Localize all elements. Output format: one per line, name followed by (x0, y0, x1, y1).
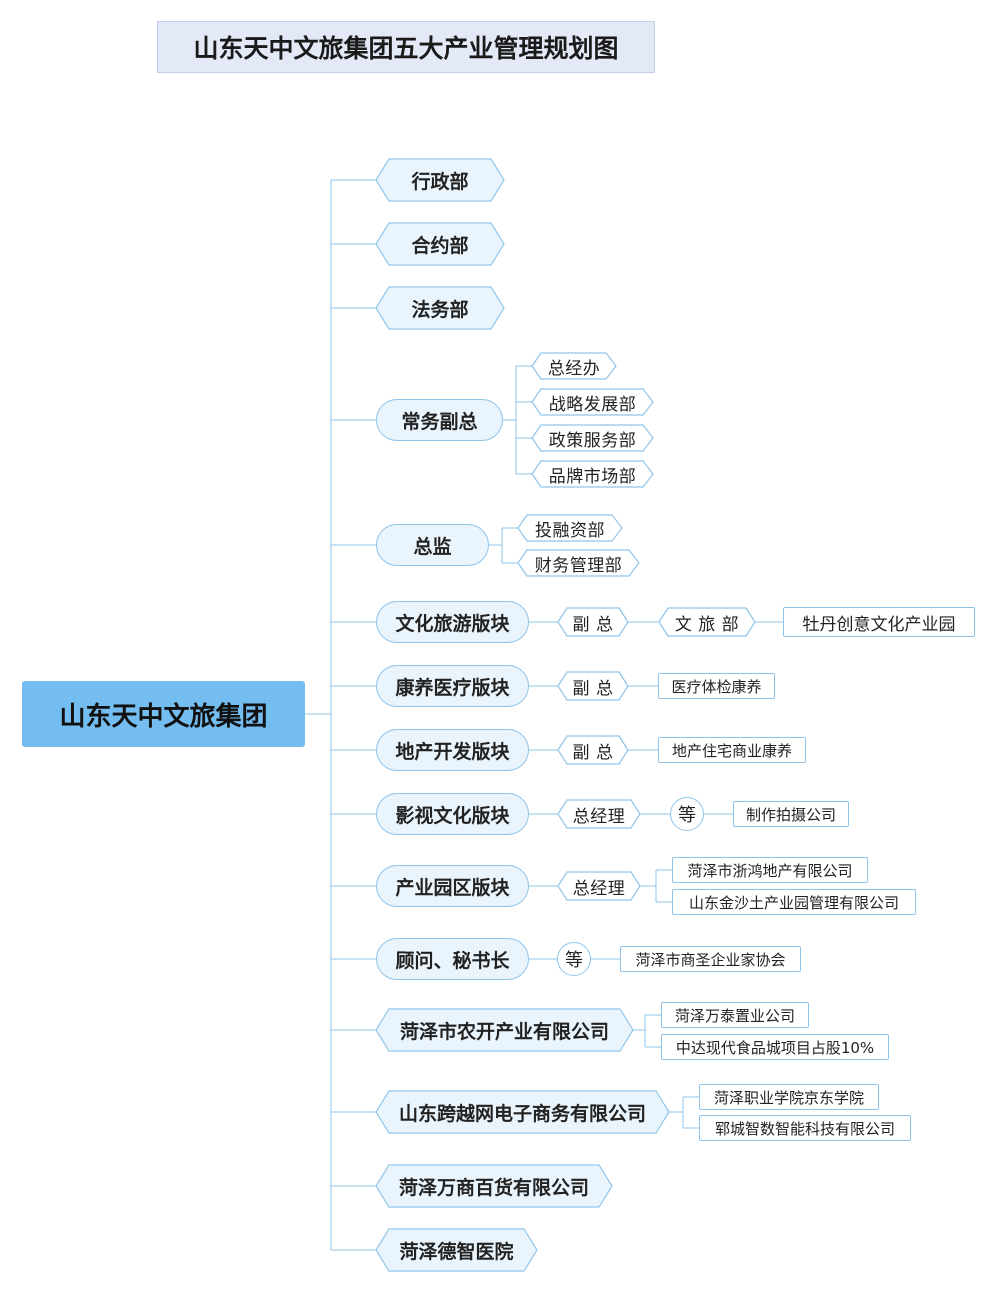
node-dezhi: 菏泽德智医院 (377, 1230, 536, 1270)
dichan-manager: 副 总 (559, 737, 627, 763)
chanyeyuan-unit-1: 山东金沙土产业园管理有限公司 (672, 889, 916, 915)
node-dichan: 地产开发版块 (376, 729, 529, 771)
leaf-changwu-3: 品牌市场部 (533, 462, 652, 486)
node-yingshi: 影视文化版块 (376, 793, 529, 835)
wenhua-dept: 文 旅 部 (660, 609, 754, 635)
node-wanshang: 菏泽万商百货有限公司 (377, 1166, 611, 1206)
guwen-etc: 等 (557, 942, 591, 976)
node-chanyeyuan: 产业园区版块 (376, 865, 529, 907)
node-zongjian: 总监 (376, 524, 489, 566)
yingshi-manager: 总经理 (559, 801, 639, 827)
node-heyue: 合约部 (377, 224, 503, 264)
chanyeyuan-unit-0: 菏泽市浙鸿地产有限公司 (672, 857, 868, 883)
chanyeyuan-manager: 总经理 (559, 873, 639, 899)
node-kangyang: 康养医疗版块 (376, 665, 529, 707)
node-guwen: 顾问、秘书长 (376, 938, 529, 980)
leaf-zongjian-1: 财务管理部 (519, 551, 638, 575)
nongkai-unit-0: 菏泽万泰置业公司 (661, 1002, 809, 1028)
root-node: 山东天中文旅集团 (22, 681, 305, 747)
kangyang-unit: 医疗体检康养 (658, 673, 775, 699)
leaf-changwu-0: 总经办 (533, 354, 615, 378)
leaf-zongjian-0: 投融资部 (519, 516, 621, 540)
guwen-unit: 菏泽市商圣企业家协会 (620, 946, 801, 972)
wenhua-unit: 牡丹创意文化产业园 (783, 607, 975, 637)
nongkai-unit-1: 中达现代食品城项目占股10% (661, 1034, 889, 1060)
node-wenhua: 文化旅游版块 (376, 601, 529, 643)
kuayue-unit-0: 菏泽职业学院京东学院 (699, 1084, 879, 1110)
kuayue-unit-1: 郓城智数智能科技有限公司 (699, 1115, 911, 1141)
leaf-changwu-1: 战略发展部 (533, 390, 652, 414)
dichan-unit: 地产住宅商业康养 (658, 737, 806, 763)
page-title: 山东天中文旅集团五大产业管理规划图 (157, 21, 655, 73)
yingshi-etc: 等 (670, 797, 704, 831)
node-changwu: 常务副总 (376, 399, 503, 441)
node-kuayue: 山东跨越网电子商务有限公司 (377, 1092, 668, 1132)
node-nongkai: 菏泽市农开产业有限公司 (377, 1010, 632, 1050)
leaf-changwu-2: 政策服务部 (533, 426, 652, 450)
yingshi-unit: 制作拍摄公司 (733, 801, 849, 827)
node-xingzheng: 行政部 (377, 160, 503, 200)
node-fawu: 法务部 (377, 288, 503, 328)
wenhua-manager: 副 总 (559, 609, 627, 635)
kangyang-manager: 副 总 (559, 673, 627, 699)
